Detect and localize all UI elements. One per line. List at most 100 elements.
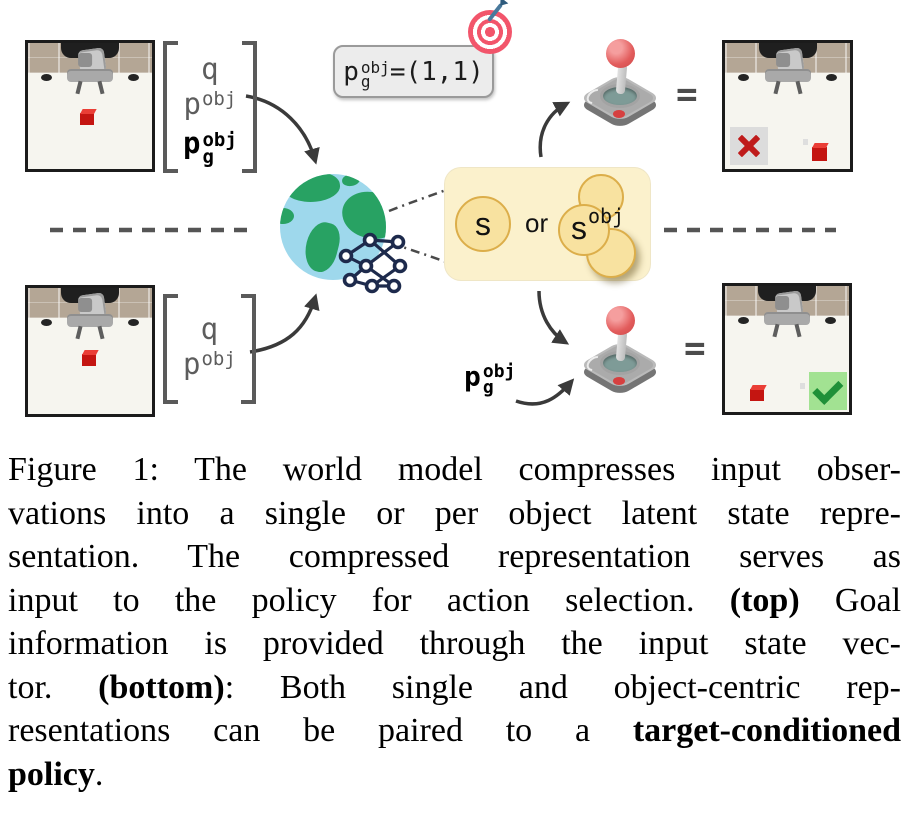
- bracket-left: [163, 294, 178, 404]
- figure-caption: Figure 1: The world model compresses inp…: [0, 448, 910, 796]
- bracket-right: [240, 294, 256, 404]
- caption-segment: Goal: [799, 581, 902, 619]
- table-hole: [128, 319, 139, 326]
- caption-segment: resentations can be paired to a: [8, 712, 633, 749]
- caption-segment: input to the policy for action selection…: [8, 581, 730, 619]
- joystick-icon: [575, 303, 665, 397]
- gripper-finger: [97, 325, 105, 340]
- red-cube: [80, 113, 94, 125]
- caption-segment: (bottom): [98, 668, 225, 706]
- caption-segment: sentation. The compressed representation…: [8, 538, 901, 575]
- arrow-latent-to-top-policy: [538, 101, 571, 158]
- robot-gripper: [764, 312, 810, 325]
- robot-scene-top-observation: [25, 40, 155, 172]
- table-hole: [128, 74, 139, 81]
- table-hole: [41, 319, 52, 326]
- or-label: or: [525, 208, 549, 238]
- gripper-finger: [794, 323, 802, 338]
- robot-joint: [78, 298, 93, 312]
- robot-scene-top-outcome: [722, 40, 853, 172]
- caption-line: resentations can be paired to a target-c…: [8, 709, 901, 753]
- caption-line: information is provided through the inpu…: [8, 622, 901, 666]
- gripper-finger: [97, 80, 105, 95]
- neural-network-icon: [338, 232, 408, 294]
- table-hole: [825, 317, 836, 324]
- goal-site-marker: [803, 139, 808, 145]
- caption-line: policy.: [8, 753, 901, 797]
- red-cube: [82, 354, 96, 366]
- state-vector-bottom: q pobj: [163, 294, 256, 404]
- joystick-button: [613, 377, 625, 385]
- caption-segment: : Both single and object-centric rep-: [224, 668, 901, 706]
- robot-gripper: [67, 69, 113, 82]
- continent-shape: [280, 208, 294, 224]
- robot-gripper: [67, 314, 113, 327]
- caption-line: vations into a single or per object late…: [8, 492, 901, 536]
- caption-segment: tor.: [8, 668, 99, 706]
- caption-line: input to the policy for action selection…: [8, 579, 901, 623]
- caption-line: Figure 1: The world model compresses inp…: [8, 448, 901, 492]
- goal-base: p: [343, 56, 359, 87]
- table-hole: [41, 74, 52, 81]
- caption-segment: information is provided through the inpu…: [8, 625, 901, 662]
- vector-entry-p-obj: pobj: [183, 347, 236, 381]
- arrow-goal-to-bottom-policy: [515, 378, 575, 406]
- gripper-finger: [75, 325, 83, 340]
- caption-segment: (top): [729, 581, 800, 619]
- table-hole: [826, 74, 837, 81]
- caption-segment: vations into a single or per object late…: [8, 494, 901, 532]
- robot-joint: [78, 53, 93, 67]
- joystick-ball: [606, 306, 635, 335]
- caption-segment: policy: [8, 755, 95, 793]
- bracket-right: [241, 41, 257, 173]
- x-mark-icon: [736, 133, 762, 159]
- goal-site-marker: [800, 383, 805, 389]
- caption-segment: Figure 1: The world model compresses inp…: [8, 451, 901, 488]
- gripper-finger: [75, 80, 83, 95]
- bracket-left: [163, 41, 178, 173]
- robot-joint: [775, 53, 790, 67]
- dashdot-world-to-latent-top: [388, 188, 447, 213]
- vector-entry-p-obj: pobj: [183, 86, 237, 121]
- gripper-finger: [772, 80, 781, 95]
- robot-scene-bottom-outcome: [722, 283, 852, 415]
- joystick-icon: [575, 36, 665, 130]
- dart-icon: [486, 2, 504, 23]
- equals-sign-bottom: =: [684, 328, 706, 369]
- caption-line: sentation. The compressed representation…: [8, 535, 901, 579]
- arrow-latent-to-bottom-policy: [537, 290, 570, 345]
- robot-gripper: [764, 69, 811, 82]
- arrow-bottom-obs-to-world-model: [249, 293, 320, 354]
- robot-joint: [775, 296, 790, 310]
- caption-segment: target-conditioned: [632, 712, 901, 749]
- single-latent-label: s: [475, 205, 491, 242]
- table-hole: [738, 317, 749, 324]
- equals-sign-top: =: [676, 74, 698, 115]
- vector-entry-q: q: [201, 51, 219, 86]
- caption-segment: .: [94, 755, 104, 793]
- joystick-button: [613, 110, 625, 118]
- vector-entry-q: q: [200, 312, 219, 346]
- caption-line: tor. (bottom): Both single and object-ce…: [8, 666, 901, 710]
- red-cube: [812, 147, 827, 161]
- single-latent-circle: s: [455, 196, 511, 252]
- dartboard-target-icon: [468, 2, 512, 54]
- success-badge: [809, 372, 847, 410]
- goal-value: =(1,1): [389, 56, 484, 87]
- gripper-finger: [772, 323, 780, 338]
- failure-badge: [730, 127, 768, 165]
- check-mark-icon: [811, 373, 843, 405]
- object-latent-circle: [558, 204, 610, 256]
- robot-scene-bottom-observation: [25, 285, 155, 417]
- table-hole: [738, 74, 749, 81]
- red-cube: [750, 389, 764, 401]
- continent-shape: [341, 174, 361, 188]
- continent-shape: [282, 174, 342, 205]
